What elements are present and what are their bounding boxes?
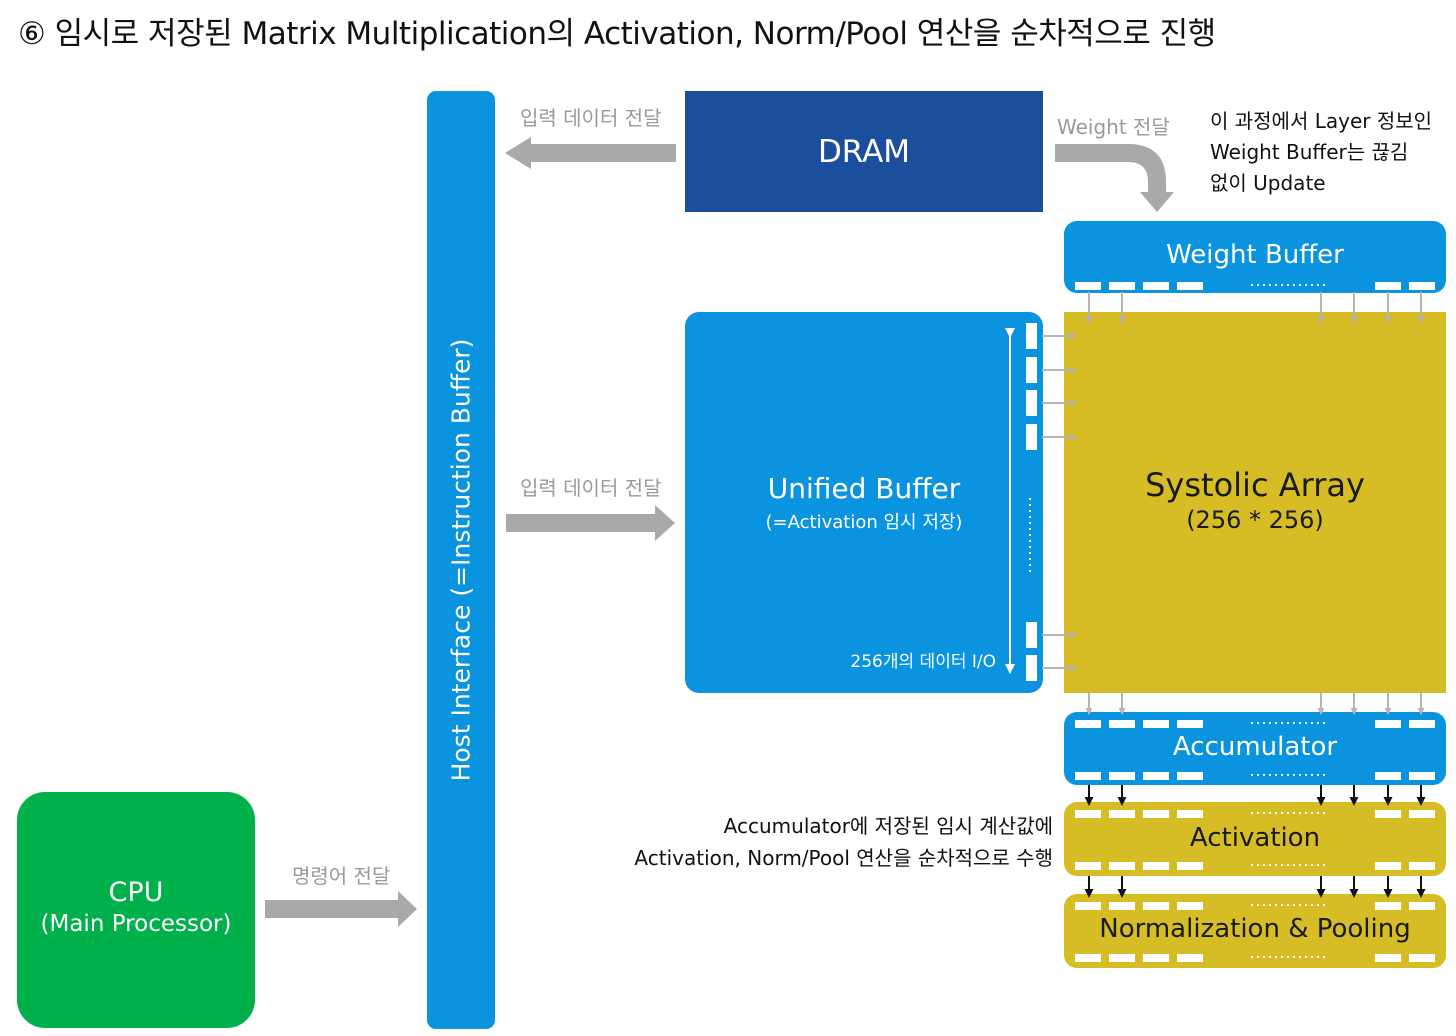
label-cpu-to-host: 명령어 전달 <box>292 864 391 888</box>
arrow-cpu-to-host <box>265 891 417 927</box>
accumulator-note-line: Activation, Norm/Pool 연산을 순차적으로 수행 <box>634 846 1053 870</box>
label-weight-transfer: Weight 전달 <box>1057 115 1170 139</box>
arrow-dram-to-host <box>505 137 676 169</box>
cpu-subtitle: (Main Processor) <box>40 911 232 937</box>
unified-buffer-io-label: 256개의 데이터 I/O <box>850 652 996 672</box>
label-dram-to-host: 입력 데이터 전달 <box>520 106 662 130</box>
cpu-title: CPU <box>108 877 164 908</box>
activation-label: Activation <box>1189 823 1321 853</box>
norm-pool-label: Normalization & Pooling <box>1099 914 1411 944</box>
systolic-array-title: Systolic Array <box>1145 466 1365 504</box>
weight-buffer-label: Weight Buffer <box>1166 240 1344 270</box>
host-interface-block <box>427 91 495 1029</box>
weight-note-line: Weight Buffer는 끊김 <box>1210 140 1409 164</box>
systolic-array-subtitle: (256 * 256) <box>1186 506 1324 534</box>
accumulator-note: Accumulator에 저장된 임시 계산값에 Activation, Nor… <box>600 810 1053 874</box>
ub-slots <box>1026 323 1037 681</box>
label-host-to-ub: 입력 데이터 전달 <box>520 476 662 500</box>
unified-buffer-block <box>685 312 1043 693</box>
cpu-block <box>17 792 255 1028</box>
arrow-weight-transfer <box>1055 144 1174 212</box>
systolic-array-block <box>1064 312 1446 693</box>
dram-label: DRAM <box>817 133 911 170</box>
accumulator-note-line: Accumulator에 저장된 임시 계산값에 <box>723 814 1053 838</box>
weight-note-line: 이 과정에서 Layer 정보인 <box>1210 109 1433 133</box>
weight-update-note: 이 과정에서 Layer 정보인 Weight Buffer는 끊김 없이 Up… <box>1210 106 1432 199</box>
weight-buffer-block <box>1064 221 1446 293</box>
page-title: ⑥ 임시로 저장된 Matrix Multiplication의 Activat… <box>18 16 1216 52</box>
arrow-host-to-ub <box>506 505 675 541</box>
dram-block: DRAM <box>685 91 1043 212</box>
weight-note-line: 없이 Update <box>1210 171 1326 195</box>
accumulator-label: Accumulator <box>1172 732 1338 762</box>
unified-buffer-title: Unified Buffer <box>767 472 961 505</box>
unified-buffer-subtitle: (=Activation 임시 저장) <box>765 512 963 533</box>
